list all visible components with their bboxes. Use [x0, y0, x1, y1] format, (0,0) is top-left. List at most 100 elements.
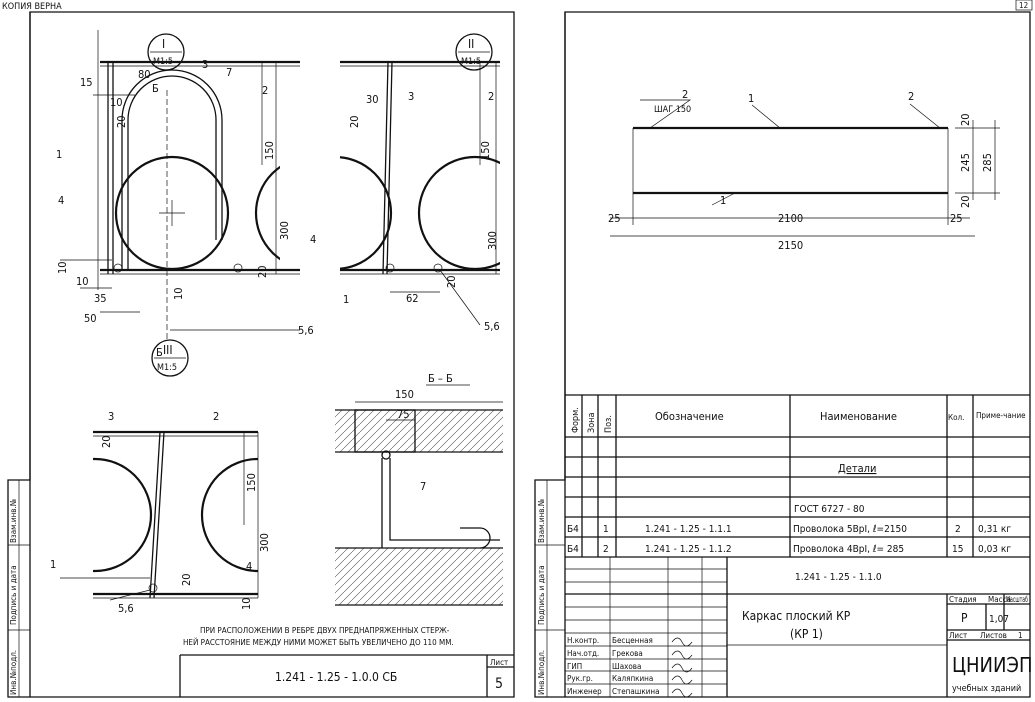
right-sheet-spec-table-rows-0-name: Проволока 5ВрI, ℓ=2150 [793, 524, 907, 535]
left-sheet-view-i-section-marks-0: Б [152, 82, 159, 95]
left-sheet: Взам.инв.№ Подпись и дата Инв.№подл. I М… [7, 11, 515, 698]
org-subtitle: учебных зданий [952, 683, 1021, 694]
right-sheet-title-block-stage-label: Стадия [949, 595, 977, 604]
right-sheet-spec-table-headers-1: Зона [587, 413, 597, 433]
right-sheet: Взам.инв.№ Подпись и дата Инв.№подл. 2 Ш… [534, 11, 1033, 698]
right-sheet-title-block-signers-1-role: Нач.отд. [567, 649, 599, 658]
left-sheet-view-i-dims-9: 1 [56, 148, 62, 161]
right-sheet-spec-table-headers-3: Обозначение [655, 410, 724, 423]
frame-drawing-kp1: 2 ШАГ 150 1 2 1 25 2100 25 2150 20 245 2… [608, 88, 1000, 252]
right-sheet-drawing-dims-2: 25 [950, 212, 963, 225]
page-number: 12 [1019, 1, 1028, 10]
drawing-title-line2: (КР 1) [790, 627, 823, 641]
left-sheet-view-i-dims-16: 10 [172, 287, 185, 300]
right-sheet-drawing-dims-0: 25 [608, 212, 621, 225]
left-sheet-view-i-dims-12: 10 [76, 275, 89, 288]
left-sheet-view-iii-roman: III [163, 343, 173, 357]
left-sheet-section-label: Б – Б [428, 372, 453, 385]
right-sheet-drawing-labels-0: 2 [682, 88, 688, 101]
left-sheet-section-dims-0: 150 [395, 388, 414, 401]
left-sheet-view-ii-dims-2: 3 [408, 90, 414, 103]
right-sheet-title-block-stage: Р [961, 611, 968, 625]
left-side-stamp: Взам.инв.№ Подпись и дата Инв.№подл. [8, 480, 30, 697]
right-sheet-spec-table-headers-5: Кол. [948, 413, 964, 422]
left-sheet-view-ii-dims-7: 1 [343, 293, 349, 306]
left-sheet-side-stamp-2: Взам.инв.№ [9, 498, 18, 543]
left-sheet-view-ii-dims-3: 2 [488, 90, 494, 103]
left-sheet-view-i-dims-7: 150 [263, 141, 276, 160]
spec-table: Форм. Зона Поз. Обозначение Наименование… [565, 394, 1030, 558]
left-sheet-view-i-dims-11: 10 [56, 261, 69, 274]
section-b-b: Б – Б 150 75 7 [335, 372, 503, 606]
left-sheet-view-i-dims-6: 20 [115, 115, 128, 128]
left-sheet-view-ii-dims-6: 4 [310, 233, 316, 246]
right-sheet-spec-table-rows-0-format: Б4 [567, 524, 579, 535]
section-title: Детали [838, 462, 876, 475]
left-sheet-view-iii-dims-3: 150 [245, 473, 258, 492]
right-sheet-spec-table-rows-1-designation: 1.241 - 1.25 - 1.1.2 [645, 544, 732, 555]
right-sheet-title-block-mass-label: Масса [988, 595, 1011, 604]
right-sheet-drawing-dims-3: 2150 [778, 239, 803, 252]
left-sheet-view-iii-dims-6: 1 [50, 558, 56, 571]
right-sheet-title-block-signers-1-name: Грекова [612, 649, 643, 658]
right-sheet-drawing-dims-5: 245 [959, 153, 972, 172]
right-sheet-title-block-sheets-label: Листов [980, 631, 1007, 640]
left-sheet-title-block-sheet: 5 [495, 676, 503, 692]
left-sheet-view-i-dims-10: 4 [58, 194, 64, 207]
signatures [671, 637, 693, 698]
right-title-block: 1.241 - 1.25 - 1.1.0 Каркас плоский КР (… [565, 557, 1033, 698]
left-sheet-view-iii-dims-7: 20 [180, 573, 193, 586]
drawing-title-line1: Каркас плоский КР [742, 609, 851, 623]
right-sheet-spec-table-rows-1-qty: 15 [952, 544, 963, 555]
right-sheet-spec-table-rows-1-pos: 2 [603, 544, 609, 555]
right-sheet-title-block-sheets: 1 [1018, 631, 1023, 640]
left-sheet-view-iii-dims-4: 300 [258, 533, 271, 552]
right-sheet-title-block-signers-3-name: Каляпкина [612, 674, 653, 683]
right-sheet-title-block-signers-2-role: ГИП [567, 662, 582, 671]
left-sheet-view-i-dims-8: 300 [278, 221, 291, 240]
right-sheet-drawing-labels-1: ШАГ 150 [654, 105, 691, 115]
left-sheet-view-ii-dims-1: 30 [366, 93, 379, 106]
right-sheet-title-block-signers-4-name: Степашкина [612, 687, 660, 696]
table-row: Б4 1 1.241 - 1.25 - 1.1.1 Проволока 5ВрI… [567, 524, 1011, 535]
left-sheet-view-i-dims-2: 80 [138, 68, 151, 81]
right-sheet-spec-table-headers-4: Наименование [820, 410, 897, 423]
left-sheet-note-0: ПРИ РАСПОЛОЖЕНИИ В РЕБРЕ ДВУХ ПРЕДНАПРЯЖ… [200, 626, 450, 635]
left-sheet-view-i-dims-14: 50 [84, 312, 97, 325]
left-sheet-view-i-dims-3: 3 [202, 58, 208, 71]
left-sheet-title-block-sheet-label: Лист [490, 658, 508, 667]
right-sheet-drawing-dims-6: 285 [981, 153, 994, 172]
right-sheet-spec-table-rows-1-name: Проволока 4ВрI, ℓ= 285 [793, 544, 904, 555]
right-sheet-title-block-signers-2-name: Шахова [612, 662, 641, 671]
left-sheet-note-1: НЕЙ РАССТОЯНИЕ МЕЖДУ НИМИ МОЖЕТ БЫТЬ УВЕ… [183, 636, 454, 647]
left-sheet-view-i-roman: I [162, 37, 165, 51]
view-i: I М1:5 15 10 80 3 7 2 20 150 [56, 30, 314, 359]
left-sheet-view-ii-roman: II [468, 37, 474, 51]
right-sheet-title-block-scale-label: Масштаб [1006, 594, 1028, 604]
right-sheet-drawing-labels-3: 2 [908, 90, 914, 103]
right-sheet-spec-table-headers-0: Форм. [571, 407, 581, 433]
left-sheet-view-i-dims-0: 15 [80, 76, 93, 89]
right-sheet-title-block-signers-3-role: Рук.гр. [567, 674, 593, 683]
right-sheet-title-block-signers-0-name: Бесценная [612, 636, 653, 645]
table-row: Б4 2 1.241 - 1.25 - 1.1.2 Проволока 4ВрI… [567, 544, 1011, 555]
drawing-code: 1.241 - 1.25 - 1.1.0 [795, 572, 882, 583]
left-sheet-view-ii-dims-10: 5,6 [484, 320, 500, 333]
right-sheet-spec-table-rows-0-pos: 1 [603, 524, 609, 535]
left-sheet-view-i-dims-15: 20 [256, 265, 269, 278]
spec-table-header: Форм. Зона Поз. Обозначение Наименование… [571, 407, 1026, 433]
left-sheet-view-iii-dims-2: 20 [100, 435, 113, 448]
left-sheet-view-ii-dims-8: 62 [406, 292, 419, 305]
right-sheet-side-stamp-0: Инв.№подл. [537, 650, 546, 695]
right-sheet-title-block-sheet-label: Лист [949, 631, 967, 640]
right-sheet-spec-table-rows-0-qty: 2 [955, 524, 961, 535]
left-sheet-view-iii-dims-8: 10 [240, 597, 253, 610]
left-sheet-view-i-dims-4: 7 [226, 66, 232, 79]
left-sheet-view-ii-dims-5: 300 [486, 231, 499, 250]
left-sheet-view-i-dims-1: 10 [110, 96, 123, 109]
left-sheet-view-i-dims-17: 5,6 [298, 324, 314, 337]
left-sheet-view-i-section-marks-1: Б [156, 346, 163, 359]
right-sheet-drawing-labels-4: 1 [720, 194, 726, 207]
right-sheet-side-stamp-1: Подпись и дата [537, 565, 546, 625]
